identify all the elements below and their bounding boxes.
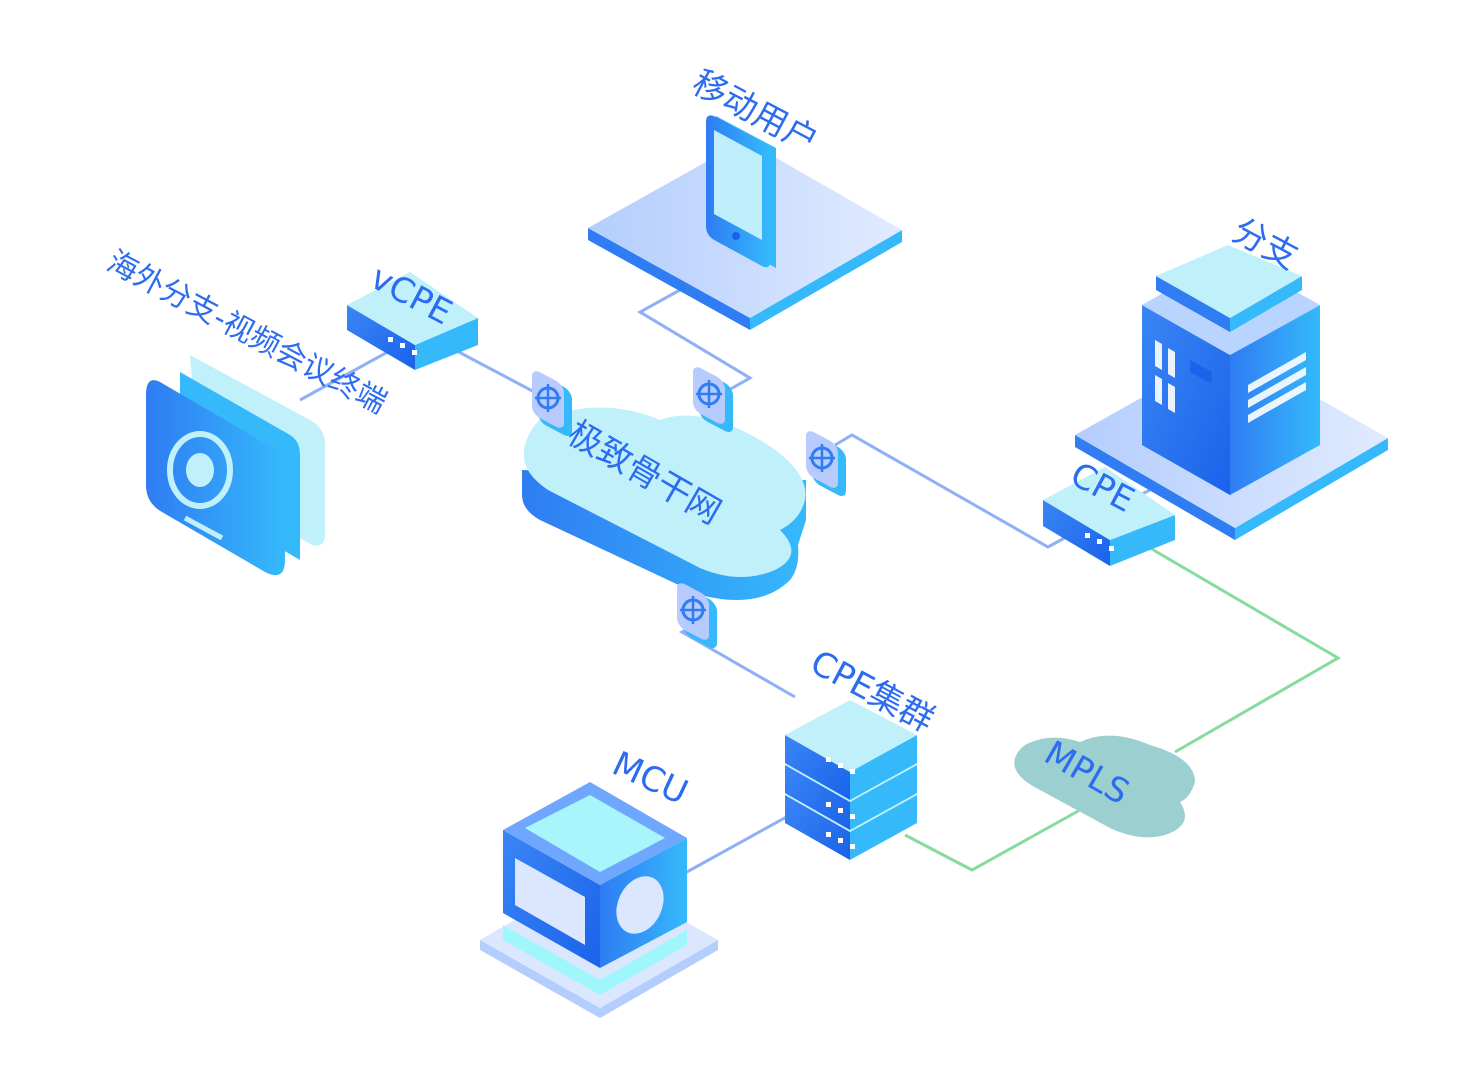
- link-cpe-mpls: [1149, 546, 1341, 754]
- link-mobile-backbone: [636, 288, 753, 397]
- lock-badge-icon: [677, 583, 717, 649]
- camera-icon: [146, 355, 325, 576]
- link-vcpe-backbone: [454, 348, 541, 397]
- cloud-icon: [1014, 735, 1195, 838]
- lock-badge-icon: [693, 367, 733, 433]
- mpls-node: MPLS: [1014, 733, 1195, 838]
- links: [299, 288, 1341, 875]
- cloud-icon: [522, 407, 806, 600]
- link-backbone-cpe: [834, 433, 1071, 549]
- backbone-node: 极致骨干网: [522, 407, 806, 600]
- building-icon: [1142, 245, 1320, 495]
- link-mpls-cluster: [904, 808, 1081, 872]
- cpe-cluster-node: CPE集群: [785, 643, 941, 860]
- mobile-user-node: 移动用户: [588, 63, 902, 330]
- mcu-node: MCU: [480, 744, 718, 1018]
- router-icon: [347, 272, 478, 370]
- lock-badge-icon: [806, 431, 846, 497]
- lock-badges: [532, 367, 846, 649]
- lock-badge-icon: [532, 371, 572, 437]
- overseas-branch-node: 海外分支-视频会议终端: [101, 244, 392, 576]
- link-camera-vcpe: [299, 346, 396, 402]
- link-cluster-mcu: [684, 813, 791, 875]
- phone-icon: [706, 115, 776, 268]
- mcu-icon: [480, 782, 718, 1018]
- server-stack-icon: [785, 700, 917, 860]
- router-icon: [1043, 467, 1175, 566]
